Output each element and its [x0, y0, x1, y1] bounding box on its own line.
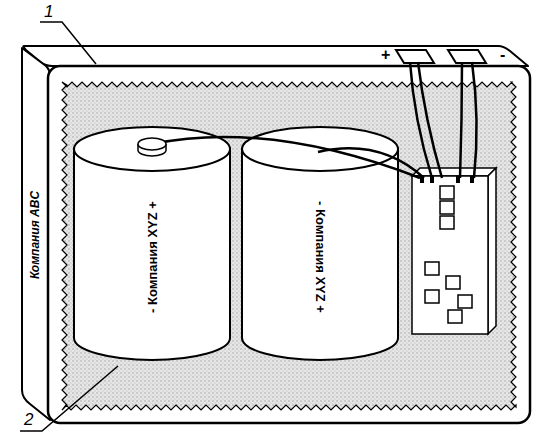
- leader-line: [20, 366, 118, 431]
- cell-body: [74, 149, 230, 360]
- front-face: [48, 66, 530, 423]
- component: [448, 310, 462, 323]
- cell-cap: [138, 138, 166, 150]
- callout-number: 2: [24, 411, 33, 428]
- component: [446, 276, 460, 289]
- terminal: [448, 50, 486, 63]
- component: [458, 295, 472, 308]
- top-face: [23, 46, 528, 66]
- terminal-sign: +: [381, 47, 390, 63]
- cell-label: - Компания XYZ +: [145, 201, 160, 313]
- component: [425, 290, 439, 303]
- cell-top: [74, 127, 230, 171]
- company-label: Компания ABC: [28, 191, 42, 279]
- chip: [440, 201, 454, 214]
- component: [425, 262, 439, 275]
- leader-line: [40, 22, 96, 64]
- wire: [152, 137, 420, 178]
- terminal-sign: -: [500, 47, 505, 63]
- callout-number: 1: [44, 3, 53, 20]
- insulation-panel: [62, 82, 516, 410]
- battery-cell: - Компания XYZ +: [240, 125, 400, 362]
- chip: [440, 186, 454, 199]
- side-face: [22, 48, 50, 420]
- wire: [460, 62, 462, 178]
- circuit-board: [412, 176, 488, 334]
- wire: [472, 62, 477, 178]
- cell-top: [242, 127, 398, 171]
- battery-cell: - Компания XYZ +: [72, 125, 232, 362]
- pcb-top: [412, 168, 496, 176]
- chip: [440, 216, 454, 229]
- wire: [318, 148, 424, 178]
- pcb-side: [488, 168, 496, 334]
- cell-label: - Компания XYZ +: [313, 201, 328, 313]
- wire: [418, 62, 442, 178]
- terminal: [396, 50, 434, 63]
- cell-body: [242, 149, 398, 360]
